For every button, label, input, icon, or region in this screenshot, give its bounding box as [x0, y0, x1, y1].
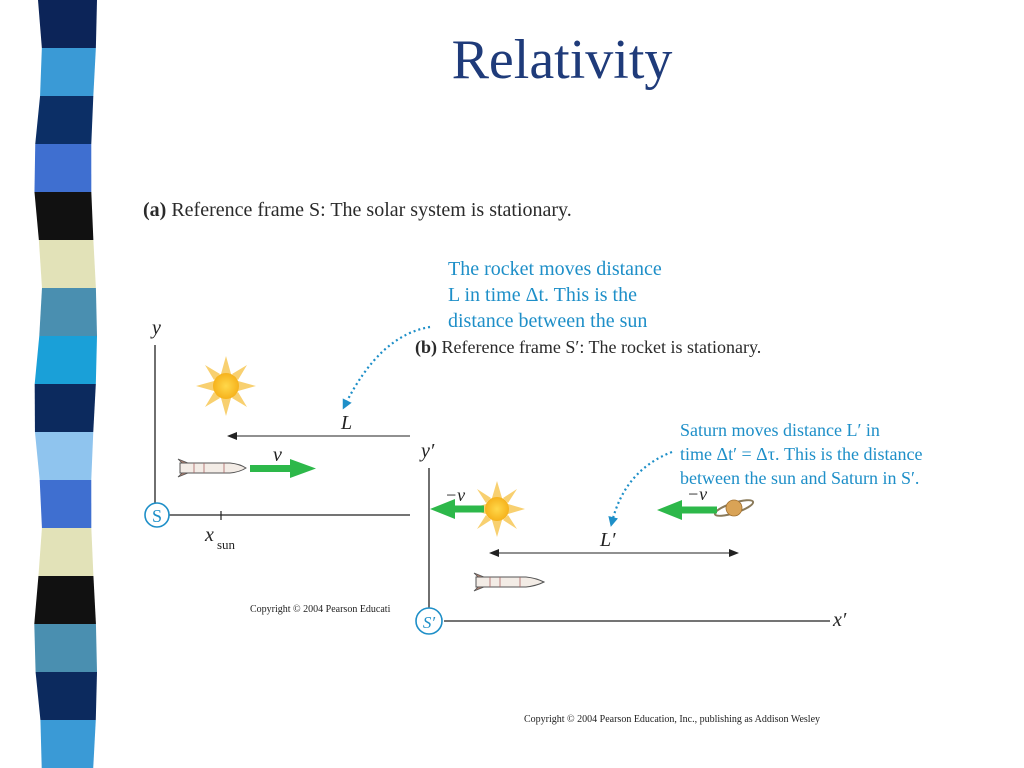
rocket-icon — [473, 572, 546, 592]
stripe-segment — [34, 192, 94, 240]
panel-b-caption: (b) Reference frame S′: The rocket is st… — [415, 337, 761, 358]
panel-a-copyright: Copyright © 2004 Pearson Educati — [250, 604, 391, 615]
stripe-segment — [35, 96, 94, 144]
panel-a-annotation-line: The rocket moves distance — [448, 258, 662, 280]
stripe-segment — [34, 144, 92, 192]
panel-a-velocity-label: v — [273, 444, 282, 466]
rocket-velocity-arrow — [250, 459, 316, 478]
rocket-icon — [177, 458, 247, 478]
stripe-segment — [38, 240, 96, 288]
stripe-segment — [38, 528, 94, 576]
panel-b-annotation-line: between the sun and Saturn in S′. — [680, 468, 920, 488]
panel-b: y′ x′ S′ −v −v — [415, 440, 847, 635]
stripe-segment — [38, 0, 97, 48]
panel-a-length-label: L — [340, 412, 352, 434]
panel-b-origin-circle — [415, 607, 443, 635]
panel-b-x-label: x′ — [832, 609, 847, 631]
panel-b-y-label: y′ — [419, 440, 435, 462]
panel-b-caption-text: Reference frame S′: The rocket is statio… — [437, 337, 762, 357]
stripe-margin — [0, 0, 36, 768]
sun-velocity-arrow — [430, 499, 484, 519]
panel-a-annotation-line: L in time Δt. This is the — [448, 284, 637, 306]
decorative-stripe — [0, 0, 97, 768]
stripe-segment — [34, 624, 97, 672]
panel-b-length-label: L′ — [599, 529, 616, 551]
stripe-segment — [34, 432, 94, 480]
panel-a-leader-arrow — [342, 325, 431, 410]
panel-b-annotation-line: time Δt′ = Δτ. This is the distance — [680, 444, 923, 464]
panel-a: y S x sun L — [144, 317, 431, 615]
panel-a-caption: (a) Reference frame S: The solar system … — [143, 199, 572, 222]
panel-b-origin-label: S′ — [423, 613, 436, 632]
panel-a-letter: (a) — [143, 199, 167, 221]
footer-copyright: Copyright © 2004 Pearson Education, Inc.… — [524, 714, 820, 725]
x-sun-label: x — [204, 524, 214, 546]
stripe-segment — [34, 336, 97, 384]
sun-velocity-label: −v — [445, 485, 465, 505]
stripe-segment — [39, 480, 92, 528]
stripe-segment — [40, 48, 96, 96]
panel-a-annotation-line: distance between the sun — [448, 310, 648, 332]
saturn-icon — [713, 499, 755, 517]
stripe-segment — [34, 576, 96, 624]
panel-b-letter: (b) — [415, 337, 437, 357]
panel-a-origin-label: S — [152, 506, 162, 526]
saturn-velocity-arrow — [657, 500, 717, 520]
panel-a-y-label: y — [150, 317, 161, 339]
slide-title: Relativity — [451, 29, 673, 91]
stripe-segment — [35, 672, 97, 720]
panel-b-leader-arrow — [608, 450, 673, 527]
panel-a-annotation: The rocket moves distance L in time Δt. … — [448, 256, 662, 334]
stripe-segment — [34, 384, 96, 432]
panel-a-caption-text: Reference frame S: The solar system is s… — [166, 199, 572, 221]
x-sun-subscript: sun — [217, 537, 236, 552]
saturn-velocity-label: −v — [687, 484, 707, 504]
sun-icon — [196, 356, 256, 416]
panel-a-origin-circle — [144, 502, 170, 528]
stripe-segment — [39, 288, 97, 336]
panel-b-annotation-line: Saturn moves distance L′ in — [680, 420, 880, 440]
panel-b-annotation: Saturn moves distance L′ in time Δt′ = Δ… — [680, 418, 922, 490]
stripe-segment — [40, 720, 96, 768]
